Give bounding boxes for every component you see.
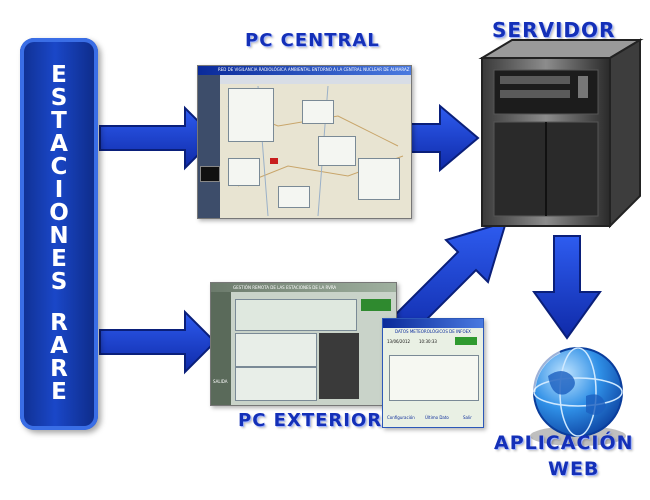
station-table [228, 88, 274, 142]
pc-exterior-sidebar [211, 292, 231, 405]
station-table [278, 186, 310, 208]
banner-letter: C [50, 154, 68, 180]
meteo-config-button[interactable]: Configuración [387, 415, 415, 420]
banner-letter: E [51, 379, 67, 405]
banner-letter: S [50, 269, 68, 295]
salida-label: SALIDA [213, 379, 228, 384]
pc-central-sidebar [198, 75, 220, 218]
remote-panel [235, 367, 317, 401]
pc-central-header: RED DE VIGILANCIA RADIOLÓGICA AMBIENTAL … [218, 67, 410, 72]
servidor-title: SERVIDOR [492, 18, 616, 42]
aplicacion-title-line2: WEB [548, 458, 600, 480]
meteo-header: DATOS METEOROLÓGICOS DE INFOEX [395, 329, 471, 334]
arrow-banner-to-exterior [99, 309, 217, 375]
banner-letter: A [50, 131, 68, 157]
pc-central-screenshot: RED DE VIGILANCIA RADIOLÓGICA AMBIENTAL … [197, 65, 412, 219]
counter-display [200, 166, 220, 182]
banner-letter: N [49, 223, 69, 249]
estaciones-rare-banner: E S T A C I O N E S R A R E [20, 38, 98, 430]
station-table [318, 136, 356, 166]
banner-letter: R [50, 310, 68, 336]
banner-letter: E [51, 62, 67, 88]
banner-letter: R [50, 356, 68, 382]
remote-panel [235, 299, 357, 331]
station-table [228, 158, 260, 186]
pc-exterior-header: GESTIÓN REMOTA DE LAS ESTACIONES DE LA R… [233, 285, 337, 290]
server-tower-icon [478, 38, 644, 229]
meteo-date: 13/06/2012 [387, 339, 411, 344]
meteo-status-ok [455, 337, 477, 345]
meteo-window: DATOS METEOROLÓGICOS DE INFOEX 13/06/201… [382, 318, 484, 428]
station-table [358, 158, 400, 200]
banner-letter: T [51, 108, 67, 134]
pc-exterior-title: PC EXTERIOR [238, 410, 383, 431]
pc-exterior-screenshot: GESTIÓN REMOTA DE LAS ESTACIONES DE LA R… [210, 282, 397, 406]
remote-panel [235, 333, 317, 367]
globe-icon [530, 347, 626, 446]
banner-letter: S [50, 85, 68, 111]
meteo-titlebar [383, 319, 483, 328]
meteo-time: 10:30:33 [419, 339, 437, 344]
station-photo [319, 333, 359, 399]
meteo-diagram [389, 355, 479, 401]
meteo-last-data-button[interactable]: Último Dato [425, 415, 449, 420]
status-indicator [361, 299, 391, 311]
pc-exterior-titlebar [211, 283, 396, 292]
banner-letter: A [50, 333, 68, 359]
station-table [302, 100, 334, 124]
banner-letter: I [54, 177, 64, 203]
arrow-server-to-web [532, 235, 602, 340]
alarm-marker [270, 158, 278, 164]
aplicacion-title-line1: APLICACIÓN [494, 432, 634, 454]
pc-central-titlebar [198, 66, 411, 75]
meteo-exit-button[interactable]: Salir [463, 415, 472, 420]
banner-letter: E [51, 246, 67, 272]
pc-central-title: PC CENTRAL [245, 30, 380, 51]
banner-letter: O [49, 200, 69, 226]
